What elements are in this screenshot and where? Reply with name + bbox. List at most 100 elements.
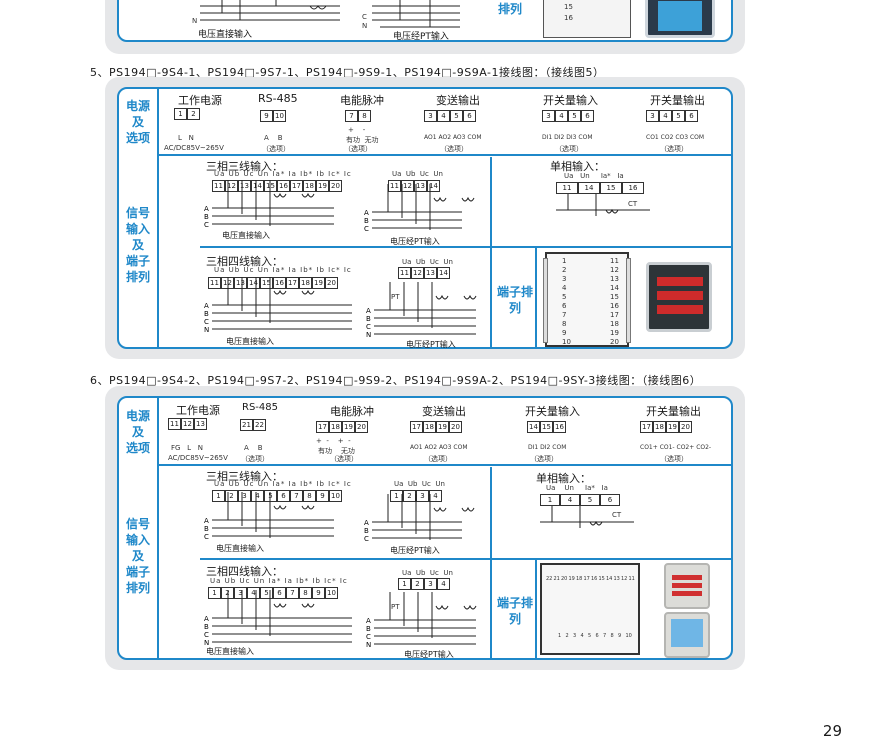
- rear-terminal: 7: [603, 633, 607, 639]
- s5-three4-title: 三相四线输入：: [206, 255, 283, 268]
- s6-meter-photo-2: [664, 612, 710, 658]
- s6-pulse-title: 电能脉冲: [330, 405, 374, 418]
- rear-terminal: 20: [610, 338, 619, 346]
- s5-three3-caption: 电压直接输入: [222, 231, 270, 240]
- svg-text:B: B: [366, 315, 371, 323]
- svg-text:N: N: [366, 641, 371, 649]
- rear-terminal: 7: [562, 311, 567, 319]
- s6-single-head: Ua Un Ia* Ia: [546, 484, 608, 492]
- svg-text:C: C: [364, 535, 369, 543]
- svg-text:B: B: [364, 527, 369, 535]
- s6-trans-sub: AO1 AO2 AO3 COM: [410, 444, 468, 451]
- s5-trans-note: （选项）: [440, 145, 468, 153]
- rear-terminal: 18: [576, 576, 583, 582]
- s5-signal-label: 信号输入及端子排列: [125, 206, 150, 284]
- svg-text:N: N: [204, 326, 209, 334]
- rear-terminal: 9: [618, 633, 622, 639]
- svg-text:C: C: [366, 633, 371, 641]
- svg-text:B: B: [364, 217, 369, 225]
- s4-terminal-label: 排列: [498, 2, 523, 16]
- s5-rear-panel: [543, 252, 631, 347]
- s6-three3pt-head: Ua Ub Uc Un: [394, 480, 445, 488]
- s6-pulse-sub: + - + -: [316, 437, 351, 445]
- svg-text:A: A: [204, 302, 209, 310]
- svg-text:A: A: [364, 519, 369, 527]
- s6-three4-head: Ua Ub Uc Un Ia* Ia Ib* Ib Ic* Ic: [210, 577, 348, 585]
- svg-text:A: A: [204, 615, 209, 623]
- rear-terminal: 2: [565, 633, 569, 639]
- s6-three3-title: 三相三线输入：: [206, 470, 283, 483]
- rear-terminal: 13: [613, 576, 620, 582]
- s5-three3pt-caption: 电压经PT输入: [390, 237, 440, 246]
- s6-trans-note: （选项）: [424, 455, 452, 463]
- s5-three4-caption: 电压直接输入: [226, 337, 274, 346]
- section5-heading: 5、PS194□-9S4-1、PS194□-9S7-1、PS194□-9S9-1…: [90, 66, 605, 79]
- s5-meter-photo: [646, 262, 712, 332]
- s6-three3-head: Ua Ub Uc Un Ia* Ia Ib* Ib Ic* Ic: [214, 480, 352, 488]
- rear-terminal: 3: [573, 633, 577, 639]
- rear-terminal: 6: [595, 633, 599, 639]
- s5-pulse-note: （选项）: [344, 145, 372, 153]
- rear-terminal: 21: [553, 576, 560, 582]
- rear-terminal: 1: [558, 633, 562, 639]
- s6-three3-caption: 电压直接输入: [216, 544, 264, 553]
- s5-three4-head: Ua Ub Uc Un Ia* Ia Ib* Ib Ic* Ic: [214, 266, 352, 274]
- s4-rear-panel: 14 15 16: [543, 0, 631, 38]
- svg-text:N: N: [204, 639, 209, 647]
- rear-terminal: 3: [562, 275, 567, 283]
- svg-text:C: C: [204, 221, 209, 229]
- s6-three4pt-caption: 电压经PT输入: [404, 650, 454, 659]
- s6-power-label: 电源及选项: [125, 409, 150, 455]
- s5-dout-sub: CO1 CO2 CO3 COM: [646, 134, 705, 141]
- s4-meter-photo: [645, 0, 715, 38]
- svg-text:C: C: [366, 323, 371, 331]
- rear-terminal: 8: [562, 320, 567, 328]
- s6-din-title: 开关量输入: [525, 405, 580, 418]
- s4-left-caption: 电压直接输入: [198, 30, 253, 40]
- svg-text:B: B: [366, 625, 371, 633]
- rear-terminal: 20: [561, 576, 568, 582]
- svg-text:B: B: [204, 310, 209, 318]
- s6-single-title: 单相输入：: [536, 472, 591, 485]
- svg-text:C: C: [364, 225, 369, 233]
- rear-terminal: 15: [610, 293, 619, 301]
- rear-terminal: 1: [562, 257, 567, 265]
- s6-dout-note: （选项）: [660, 455, 688, 463]
- rear-terminal: 18: [610, 320, 619, 328]
- s4-n2-label: N: [362, 22, 368, 30]
- rear-terminal: 10: [625, 633, 632, 639]
- s6-power-title: 工作电源: [176, 404, 220, 417]
- rear-terminal: 16: [610, 302, 619, 310]
- rear-terminal: 5: [562, 293, 567, 301]
- s6-three4-caption: 电压直接输入: [206, 647, 254, 656]
- s5-din-note: （选项）: [555, 145, 583, 153]
- rear-terminal: 13: [610, 275, 619, 283]
- svg-text:A: A: [364, 209, 369, 217]
- section6-heading: 6、PS194□-9S4-2、PS194□-9S7-2、PS194□-9S9-2…: [90, 374, 702, 387]
- s5-pulse-sub: + -: [348, 126, 366, 134]
- s6-power-note: AC/DC85V~265V: [168, 454, 228, 462]
- rear-terminal: 14: [606, 576, 613, 582]
- s6-dout-sub: CO1+ CO1- CO2+ CO2-: [640, 444, 712, 451]
- rear-terminal: 16: [591, 576, 598, 582]
- s6-pulse-sub2: 有功 无功: [318, 447, 355, 455]
- svg-text:B: B: [204, 623, 209, 631]
- s5-terminal-label: 端子排列: [496, 285, 533, 315]
- s6-din-sub: DI1 DI2 COM: [528, 444, 567, 451]
- rear-terminal: 19: [610, 329, 619, 337]
- s6-pulse-note: （选项）: [330, 455, 358, 463]
- s4-n-label: N: [192, 17, 198, 25]
- rear-terminal: 11: [610, 257, 619, 265]
- s5-din-sub: DI1 DI2 DI3 COM: [542, 134, 593, 141]
- s5-power-title: 工作电源: [178, 94, 222, 107]
